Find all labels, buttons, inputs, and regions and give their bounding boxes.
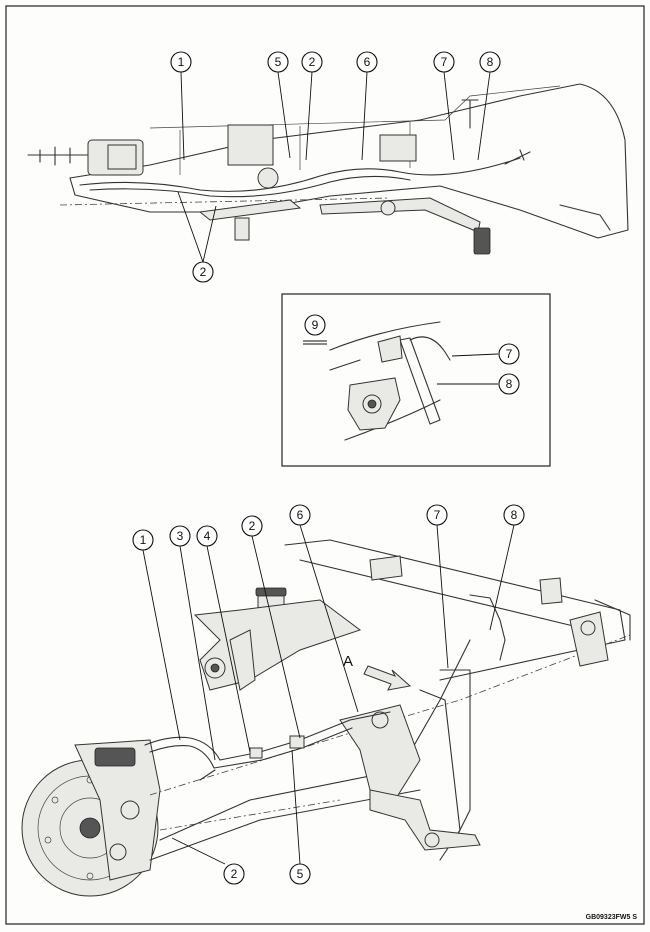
svg-text:7: 7	[441, 55, 448, 69]
callout-top-6: 6	[356, 51, 378, 73]
inset-view	[281, 293, 551, 467]
svg-text:2: 2	[231, 867, 238, 881]
svg-text:6: 6	[297, 508, 304, 522]
callout-top-5: 5	[267, 51, 289, 73]
callout-top-8: 8	[479, 51, 501, 73]
callout-bottom-4: 4	[196, 525, 218, 547]
svg-text:8: 8	[511, 508, 518, 522]
svg-text:2: 2	[249, 519, 256, 533]
brake-hose	[144, 711, 391, 761]
callout-top-2: 2	[301, 51, 323, 73]
svg-text:6: 6	[364, 55, 371, 69]
bottom-view-drawing	[21, 524, 631, 897]
view-arrow	[363, 665, 412, 691]
svg-text:2: 2	[309, 55, 316, 69]
svg-text:4: 4	[204, 529, 211, 543]
callout-top-1: 1	[170, 51, 192, 73]
callout-bottom-6: 6	[289, 504, 311, 526]
view-label-a: A	[343, 653, 353, 670]
svg-text:2: 2	[200, 265, 207, 279]
svg-text:7: 7	[506, 347, 513, 361]
svg-text:1: 1	[140, 533, 147, 547]
figure-code: GB09323FW5 S	[586, 914, 638, 921]
callout-inset-9: 9	[303, 314, 327, 345]
callout-bottom-7: 7	[426, 504, 448, 526]
callout-bottom-8: 8	[503, 504, 525, 526]
svg-text:1: 1	[178, 55, 185, 69]
svg-text:7: 7	[434, 508, 441, 522]
callout-inset-8: 8	[498, 373, 520, 395]
svg-text:3: 3	[177, 529, 184, 543]
callout-top-2b: 2	[192, 261, 214, 283]
callout-bottom-5: 5	[289, 863, 311, 885]
callout-bottom-3: 3	[169, 525, 191, 547]
callout-inset-7: 7	[498, 343, 520, 365]
callout-bottom-2b: 2	[223, 863, 245, 885]
inset-frame	[281, 293, 551, 467]
svg-text:5: 5	[297, 867, 304, 881]
callout-bottom-2: 2	[241, 515, 263, 537]
brake-caliper	[74, 739, 161, 881]
outer-frame	[5, 5, 645, 925]
callout-top-7: 7	[433, 51, 455, 73]
svg-text:5: 5	[275, 55, 282, 69]
callout-bottom-1: 1	[132, 529, 154, 551]
svg-text:8: 8	[506, 377, 513, 391]
svg-text:8: 8	[487, 55, 494, 69]
top-view-drawing	[27, 71, 629, 263]
svg-text:9: 9	[312, 318, 319, 332]
